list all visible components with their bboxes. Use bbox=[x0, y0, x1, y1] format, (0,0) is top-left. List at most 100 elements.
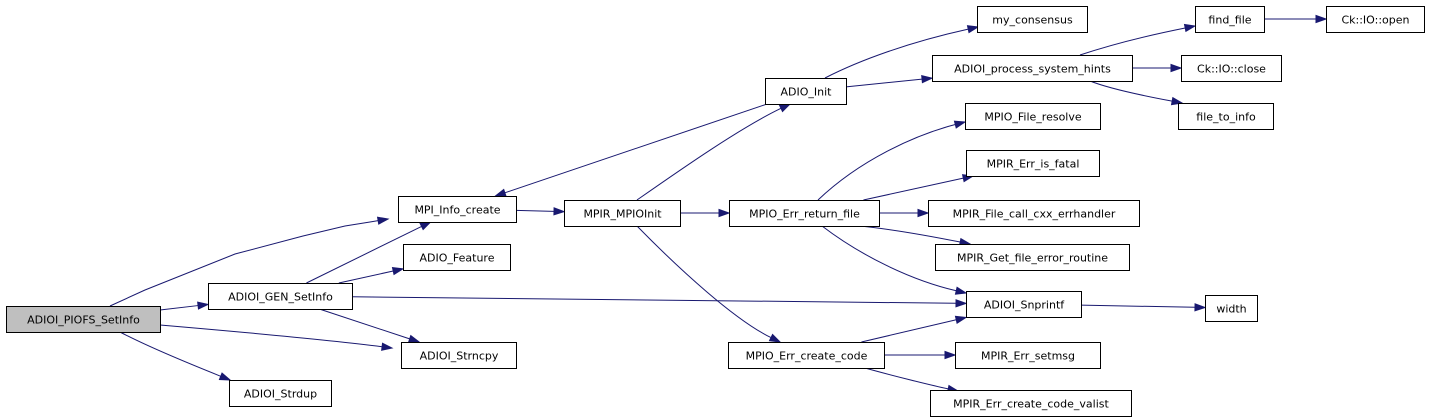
edge-line bbox=[861, 319, 957, 343]
edge-line bbox=[824, 28, 969, 79]
node-box bbox=[729, 200, 880, 227]
node-label: ADIOI_Snprintf bbox=[984, 299, 1065, 312]
node-mpir-mpioinit[interactable]: MPIR_MPIOInit bbox=[564, 200, 681, 227]
node-err-create-valist[interactable]: MPIR_Err_create_code_valist bbox=[930, 390, 1132, 417]
node-file-resolve[interactable]: MPIO_File_resolve bbox=[965, 103, 1101, 130]
node-ck-open[interactable]: Ck::IO::open bbox=[1326, 6, 1425, 33]
edge-line bbox=[636, 107, 782, 201]
node-piofs-setinfo[interactable]: ADIOI_PIOFS_SetInfo bbox=[6, 306, 161, 333]
edge-line bbox=[159, 324, 383, 348]
node-label: ADIOI_Strdup bbox=[244, 388, 317, 401]
edge-find_file-to-ck_open bbox=[1264, 14, 1328, 24]
edge-piofs_setinfo-to-strdup bbox=[119, 331, 232, 381]
node-label: ADIOI_GEN_SetInfo bbox=[228, 291, 333, 304]
node-file-to-info[interactable]: file_to_info bbox=[1178, 103, 1274, 130]
node-label: MPIR_MPIOInit bbox=[583, 208, 662, 221]
edges-layer bbox=[109, 14, 1328, 393]
node-err-create-code[interactable]: MPIO_Err_create_code bbox=[728, 342, 885, 369]
node-err-return-file[interactable]: MPIO_Err_return_file bbox=[729, 200, 880, 227]
edge-arrowhead bbox=[718, 208, 731, 218]
edge-line bbox=[859, 225, 961, 243]
edge-mpir_mpioinit-to-adio_init bbox=[636, 103, 792, 201]
edge-err_return_file-to-err_is_fatal bbox=[863, 174, 975, 201]
edge-err_return_file-to-get_file_error bbox=[859, 225, 972, 247]
nodes-layer: ADIOI_PIOFS_SetInfoMPI_Info_createADIOI_… bbox=[6, 6, 1425, 417]
node-err-is-fatal[interactable]: MPIR_Err_is_fatal bbox=[966, 150, 1100, 177]
node-strncpy[interactable]: ADIOI_Strncpy bbox=[401, 342, 517, 369]
node-box bbox=[965, 103, 1101, 130]
edge-adio_init-to-mpi_info_create bbox=[493, 103, 768, 197]
node-label: find_file bbox=[1208, 14, 1251, 27]
edge-line bbox=[845, 78, 923, 88]
node-box bbox=[977, 6, 1088, 33]
node-adio-feature[interactable]: ADIO_Feature bbox=[403, 244, 511, 271]
node-box bbox=[932, 55, 1133, 82]
node-mpi-info-create[interactable]: MPI_Info_create bbox=[398, 196, 517, 223]
edge-arrowhead bbox=[553, 207, 566, 216]
edge-arrowhead bbox=[493, 188, 507, 197]
node-label: ADIOI_process_system_hints bbox=[954, 63, 1111, 76]
node-strdup[interactable]: ADIOI_Strdup bbox=[229, 380, 332, 407]
edge-arrowhead bbox=[1170, 96, 1184, 106]
edge-line bbox=[1080, 304, 1196, 308]
edge-arrowhead bbox=[944, 350, 957, 360]
node-box bbox=[765, 78, 847, 105]
edge-arrowhead bbox=[407, 334, 421, 343]
node-label: file_to_info bbox=[1196, 111, 1256, 124]
node-box bbox=[401, 342, 517, 369]
node-width[interactable]: width bbox=[1205, 295, 1258, 322]
node-snprintf[interactable]: ADIOI_Snprintf bbox=[966, 291, 1082, 318]
node-find-file[interactable]: find_file bbox=[1195, 6, 1265, 33]
edge-line bbox=[159, 305, 199, 311]
node-box bbox=[208, 283, 353, 310]
node-label: MPIR_Err_is_fatal bbox=[987, 158, 1080, 171]
edge-line bbox=[351, 296, 957, 304]
edge-mpir_mpioinit-to-err_create_code bbox=[636, 225, 782, 343]
edge-arrowhead bbox=[391, 266, 405, 276]
node-my-consensus[interactable]: my_consensus bbox=[977, 6, 1088, 33]
edge-arrowhead bbox=[954, 315, 968, 324]
edge-arrowhead bbox=[917, 208, 930, 218]
node-label: width bbox=[1216, 303, 1246, 316]
node-label: MPIR_File_call_cxx_errhandler bbox=[953, 208, 1116, 221]
edge-mpir_mpioinit-to-err_return_file bbox=[680, 208, 731, 218]
edge-line bbox=[306, 225, 422, 284]
node-get-file-error[interactable]: MPIR_Get_file_error_routine bbox=[935, 244, 1130, 271]
edge-line bbox=[515, 209, 555, 212]
node-adio-init[interactable]: ADIO_Init bbox=[765, 78, 847, 105]
node-box bbox=[955, 342, 1101, 369]
node-box bbox=[1326, 6, 1425, 33]
node-box bbox=[1181, 55, 1282, 82]
edge-line bbox=[338, 270, 394, 284]
node-box bbox=[6, 306, 161, 333]
edge-line bbox=[821, 225, 957, 292]
edge-line bbox=[817, 124, 956, 201]
node-label: ADIO_Feature bbox=[420, 252, 495, 265]
edge-snprintf-to-width bbox=[1080, 303, 1207, 312]
node-box bbox=[229, 380, 332, 407]
node-err-setmsg[interactable]: MPIR_Err_setmsg bbox=[955, 342, 1101, 369]
edge-mpi_info_create-to-mpir_mpioinit bbox=[515, 207, 566, 216]
edge-line bbox=[864, 367, 949, 390]
edge-arrowhead bbox=[197, 301, 210, 310]
edge-arrowhead bbox=[955, 299, 968, 308]
node-process-hints[interactable]: ADIOI_process_system_hints bbox=[932, 55, 1133, 82]
edge-piofs_setinfo-to-mpi_info_create bbox=[109, 216, 390, 307]
node-box bbox=[935, 244, 1130, 271]
node-label: ADIOI_PIOFS_SetInfo bbox=[27, 314, 140, 327]
node-box bbox=[966, 150, 1100, 177]
node-gen-setinfo[interactable]: ADIOI_GEN_SetInfo bbox=[208, 283, 353, 310]
node-box bbox=[728, 342, 885, 369]
node-file-call-cxx[interactable]: MPIR_File_call_cxx_errhandler bbox=[928, 200, 1140, 227]
edge-process_hints-to-file_to_info bbox=[1089, 80, 1184, 106]
edge-line bbox=[119, 331, 221, 377]
node-ck-close[interactable]: Ck::IO::close bbox=[1181, 55, 1282, 82]
node-box bbox=[1205, 295, 1258, 322]
edge-gen_setinfo-to-snprintf bbox=[351, 296, 968, 308]
node-label: MPIO_Err_create_code bbox=[746, 350, 868, 363]
edge-arrowhead bbox=[778, 103, 792, 113]
node-label: Ck::IO::open bbox=[1341, 14, 1409, 27]
node-label: my_consensus bbox=[992, 14, 1073, 27]
node-box bbox=[398, 196, 517, 223]
edge-gen_setinfo-to-strncpy bbox=[319, 308, 421, 343]
